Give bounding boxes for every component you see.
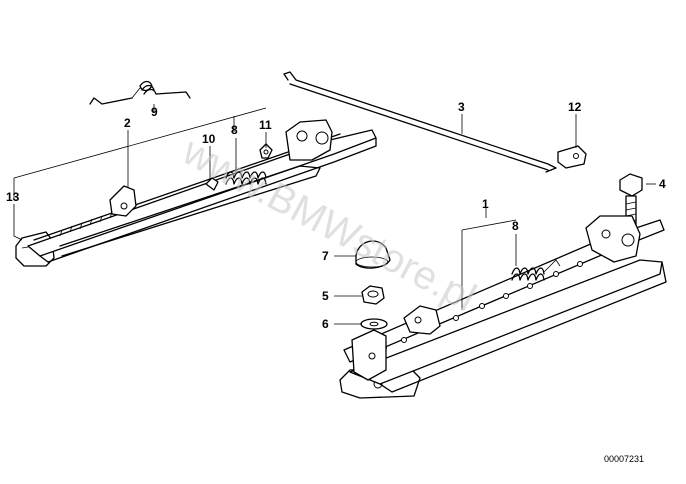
callout-10: 10: [202, 132, 216, 146]
callout-8-left: 8: [231, 123, 238, 137]
callout-1: 1: [482, 197, 489, 211]
reference-number: 00007231: [604, 454, 644, 464]
nut: [361, 285, 385, 305]
callout-8-right: 8: [512, 219, 519, 233]
callout-12: 12: [568, 100, 582, 114]
callout-7: 7: [322, 249, 329, 263]
leader-lines: [13, 104, 656, 325]
watermark-text: www.BMWstore.pl: [175, 129, 483, 321]
callout-2: 2: [124, 116, 131, 130]
callout-5: 5: [322, 289, 329, 303]
left-seat-rail: [15, 119, 377, 267]
rod-clip: [557, 145, 587, 169]
rubber-cap: [355, 240, 391, 269]
left-spring: [225, 171, 267, 185]
left-rail-rack-teeth: [59, 208, 123, 237]
right-seat-rail: [339, 215, 667, 399]
callout-3: 3: [458, 100, 465, 114]
callout-labels: 1 2 3 4 5 6 7 8 8 9 10 11 12 13: [6, 100, 666, 331]
torsion-spring: [89, 80, 191, 105]
washer: [360, 318, 388, 330]
callout-6: 6: [322, 317, 329, 331]
callout-9: 9: [151, 105, 158, 119]
callout-4: 4: [659, 177, 666, 191]
callout-13: 13: [6, 190, 20, 204]
right-spring: [511, 259, 561, 281]
callout-11: 11: [259, 118, 272, 132]
connecting-rod: [283, 71, 557, 173]
